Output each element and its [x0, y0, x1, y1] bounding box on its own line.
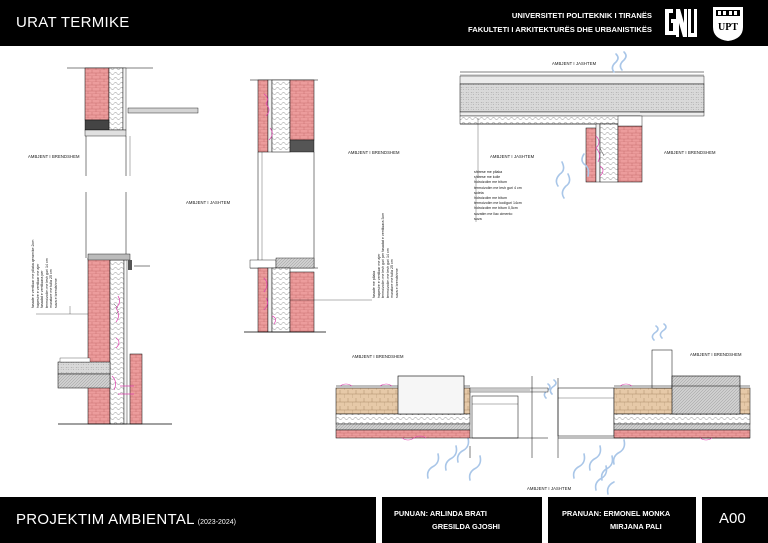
layer-item: hidroizolim me bitum [474, 180, 507, 185]
supervisors-block: PRANUAN: ERMONEL MONKA MIRJANA PALI [548, 497, 696, 543]
header-bar: URAT TERMIKE UNIVERSITETI POLITEKNIK I T… [0, 0, 768, 46]
detail-wall-middle [244, 79, 372, 333]
author-1: PUNUAN: ARLINDA BRATI [394, 509, 487, 518]
gnu-logo-icon [662, 5, 698, 41]
layer-list-roof: shtrese me pllaka shtrese me kolle hidro… [474, 170, 522, 222]
detail-wall-balcony [36, 192, 172, 425]
author-2: GRESILDA GJOSHI [432, 522, 500, 531]
layer-list-left: fasade e ventiluar me pllaka qeramike 2c… [31, 240, 59, 308]
supervisor-2: MIRJANA PALI [610, 522, 662, 531]
supervisor-1: PRANUAN: ERMONEL MONKA [562, 509, 671, 518]
project-year: (2023-2024) [197, 519, 236, 526]
detail-floor-window-right [557, 349, 751, 458]
thermal-bridge-details [36, 51, 751, 495]
layer-item: fasade e ventiluar me pllaka qeramike 2c… [31, 239, 35, 308]
upt-seal-text: UPT [718, 22, 738, 33]
label-interior-bottom-right: AMBJENT I BRENDSHEM [690, 352, 742, 357]
label-interior-2: AMBJENT I BRENDSHEM [348, 150, 400, 155]
label-interior-bottom-left: AMBJENT I BRENDSHEM [352, 354, 404, 359]
layer-item: hidroizolim me bitum 0,5cm [474, 206, 518, 211]
drawing-sheet: AMBJENT I BRENDSHEM AMBJENT I JASHTEM AM… [0, 46, 768, 497]
layer-item: suvatim me llac cimento [474, 211, 513, 216]
authors: PUNUAN: ARLINDA BRATI GRESILDA GJOSHI [394, 507, 500, 533]
layer-item: termoizolim me kodiguri 14cm [474, 201, 522, 206]
project-title-block: PROJEKTIM AMBIENTAL(2023-2024) [0, 497, 376, 543]
sheet-code-block: A00 [702, 497, 768, 543]
layer-item: hidroizolim me bitum [474, 196, 507, 201]
layer-item: shtrese me pllaka [474, 170, 503, 174]
layer-item: soleta [474, 190, 484, 195]
layer-item: termoizolim me lesh guri 4 cm [474, 185, 522, 190]
footer-bar: PROJEKTIM AMBIENTAL(2023-2024) PUNUAN: A… [0, 497, 768, 543]
institution-block: UNIVERSITETI POLITEKNIK I TIRANËS FAKULT… [468, 9, 652, 37]
layer-item: shtrese me kolle [474, 175, 501, 180]
label-exterior-mid: AMBJENT I JASHTEM [490, 154, 535, 159]
upt-seal-icon: UPT [713, 7, 743, 41]
detail-roof-parapet [459, 71, 705, 222]
detail-wall-top-left [67, 67, 199, 176]
label-exterior-1: AMBJENT I JASHTEM [186, 200, 231, 205]
sheet-code: A00 [719, 510, 746, 527]
label-exterior-bottom: AMBJENT I JASHTEM [527, 486, 572, 491]
heat-flow-arrows [426, 51, 667, 495]
label-exterior-top: AMBJENT I JASHTEM [552, 61, 597, 66]
project-name: PROJEKTIM AMBIENTAL [16, 511, 195, 528]
layer-item: suva e brendshme [53, 278, 58, 308]
detail-floor-window-left [335, 375, 549, 458]
layer-list-middle: fasade me pllaka hapesire e ventiluar me… [372, 213, 400, 298]
supervisors: PRANUAN: ERMONEL MONKA MIRJANA PALI [562, 507, 670, 533]
label-interior-right: AMBJENT I BRENDSHEM [664, 150, 716, 155]
layer-item: suva e brendshme [394, 268, 399, 298]
faculty-name: FAKULTETI I ARKITEKTURËS DHE URBANISTIKË… [468, 25, 652, 34]
layer-item: suva [474, 216, 482, 221]
label-interior-1: AMBJENT I BRENDSHEM [28, 154, 80, 159]
project-title: PROJEKTIM AMBIENTAL(2023-2024) [16, 511, 236, 528]
university-name: UNIVERSITETI POLITEKNIK I TIRANËS [511, 11, 652, 20]
authors-block: PUNUAN: ARLINDA BRATI GRESILDA GJOSHI [382, 497, 542, 543]
page-title: URAT TERMIKE [16, 14, 130, 31]
